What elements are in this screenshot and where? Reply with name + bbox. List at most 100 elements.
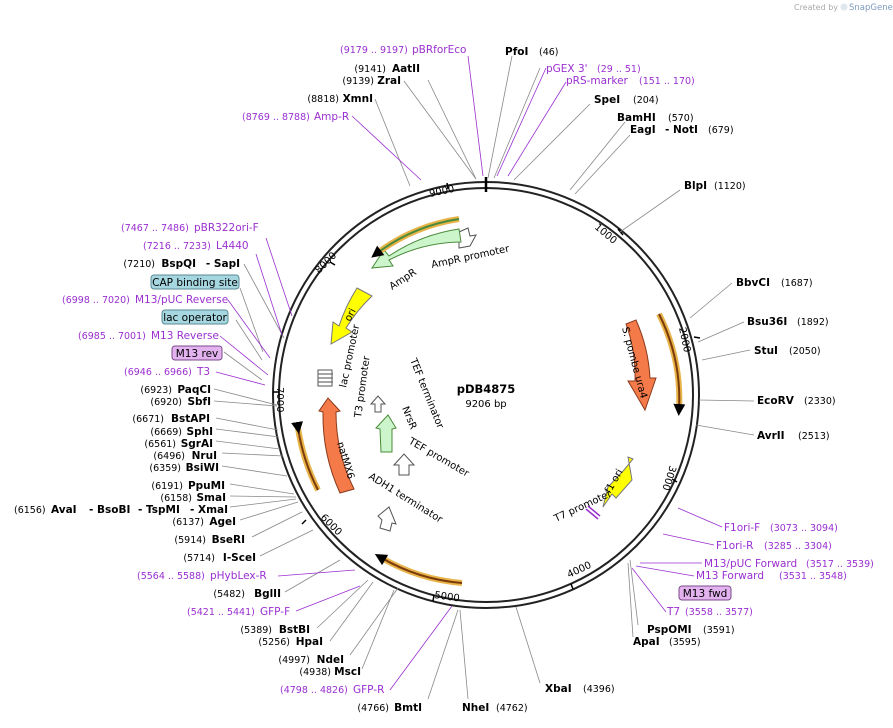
- site-pos: (6359): [149, 463, 181, 474]
- site-pos: (46): [539, 47, 559, 58]
- site-name: PfoI: [505, 46, 528, 58]
- feature-label: NrsR: [399, 405, 418, 431]
- feature-arcs: [291, 216, 686, 586]
- orf-ura4: [658, 313, 686, 416]
- feature-label: T3 promoter: [353, 355, 373, 420]
- connector-lines: [213, 55, 755, 700]
- feature-ampr-promoter-arrow: [458, 227, 477, 249]
- feature-tef-terminator-arrow: [369, 395, 387, 413]
- site-pos: (5256): [258, 637, 290, 648]
- primer-name: M13/pUC Reverse: [135, 294, 228, 306]
- primer-name: GFP-R: [353, 684, 384, 696]
- site-name: AatII: [392, 63, 420, 75]
- primer-name: Amp-R: [314, 111, 349, 123]
- site-name: PspOMI: [647, 624, 692, 636]
- boxed-features: CAP binding site lac operator M13 rev M1…: [150, 274, 732, 601]
- site-name: EcoRV: [757, 395, 795, 407]
- feature-ampr-arrow: [371, 228, 462, 269]
- feature-label: ori: [343, 307, 359, 324]
- site-pos: (204): [633, 95, 659, 106]
- credit-brand: SnapGene: [849, 3, 893, 13]
- primer-range: (3517 .. 3539): [806, 559, 874, 570]
- boxed-feature-bg: [678, 585, 732, 601]
- primer-range: (3558 .. 3577): [685, 607, 753, 618]
- orf-bottom: [374, 553, 463, 584]
- site-pos: (5389): [240, 625, 272, 636]
- primer-name: pHybLex-R: [210, 570, 267, 582]
- site-name: HpaI: [296, 636, 323, 648]
- site-name: BstAPI: [171, 413, 210, 425]
- site-name: StuI: [754, 345, 778, 357]
- site-pos: (6496): [153, 451, 185, 462]
- site-name: XmnI: [343, 93, 373, 105]
- tick-label: 6000: [318, 512, 344, 538]
- site-name: BbvCI: [736, 277, 770, 289]
- primer-name: pBR322ori-F: [194, 222, 259, 234]
- site-name: AgeI: [209, 516, 236, 528]
- feature-natmx6-arrow: [318, 397, 355, 494]
- site-pos: (570): [668, 113, 694, 124]
- feature-s-pombe-ura4-arrow: [625, 319, 657, 412]
- site-name-2: - BsoBI: [89, 504, 130, 516]
- primer-range: (29 .. 51): [597, 64, 641, 75]
- site-name: ZraI: [377, 75, 401, 87]
- primer-range: (8769 .. 8788): [242, 112, 310, 123]
- site-name: SpeI: [594, 94, 620, 106]
- site-pos: (2330): [804, 396, 836, 407]
- site-name: BsiWI: [186, 462, 219, 474]
- site-name: BlpI: [684, 180, 707, 192]
- site-pos: (4766): [357, 703, 389, 714]
- feature-label: ADH1 terminator: [366, 471, 444, 526]
- site-pos: (2050): [789, 346, 821, 357]
- primer-range: (9179 .. 9197): [340, 45, 408, 56]
- site-name: AvrII: [757, 430, 785, 442]
- t7-marks: [585, 505, 601, 520]
- plasmid-length: 9206 bp: [465, 399, 506, 410]
- snapgene-logo-icon: [840, 3, 848, 11]
- feature-label: AmpR promoter: [430, 243, 511, 270]
- site-name: EagI: [630, 124, 656, 136]
- site-pos: (6923): [140, 385, 172, 396]
- site-name-4: - XmaI: [190, 504, 228, 516]
- feature-nrsr-arrow: [375, 414, 397, 453]
- boxed-feature-label: lac operator: [163, 312, 227, 324]
- primer-name: F1ori-F: [724, 522, 760, 534]
- primer-name: pBRforEco: [412, 44, 466, 56]
- primer-range: (7216 .. 7233): [143, 241, 211, 252]
- tick-label: 9000: [428, 184, 455, 200]
- site-name: AvaI: [51, 504, 77, 516]
- site-pos: (4997): [278, 655, 310, 666]
- tick-label: 4000: [566, 560, 594, 581]
- feature-label: AmpR: [388, 267, 419, 293]
- primer-name: F1ori-R: [716, 540, 753, 552]
- primer-range: (6946 .. 6966): [124, 367, 192, 378]
- site-name: I-SceI: [223, 552, 256, 564]
- site-pos: (2513): [798, 431, 830, 442]
- site-name: Bsu36I: [747, 316, 787, 328]
- plasmid-name: pDB4875: [457, 382, 516, 396]
- site-pos: (6561): [144, 439, 176, 450]
- boxed-feature-bg: [150, 274, 240, 290]
- primer-range: (5564 .. 5588): [137, 571, 205, 582]
- boxed-feature-label: M13 fwd: [683, 588, 728, 600]
- site-pos: (6669): [150, 427, 182, 438]
- site-pos: (6191): [151, 481, 183, 492]
- site-name: NheI: [462, 702, 489, 714]
- primer-range: (151 .. 170): [639, 76, 695, 87]
- site-pos: (7210): [123, 259, 155, 270]
- boxed-feature-bg: [161, 309, 229, 325]
- primer-name: pRS-marker: [566, 75, 629, 87]
- primer-range: (6985 .. 7001): [78, 331, 146, 342]
- primer-range: (5421 .. 5441): [187, 607, 255, 618]
- site-name-2: - NotI: [665, 124, 698, 136]
- site-name: SgrAI: [181, 438, 213, 450]
- site-pos: (4938): [299, 667, 331, 678]
- site-name: PpuMI: [188, 480, 225, 492]
- site-name: BspQI: [161, 258, 196, 270]
- orf-ampr: [371, 218, 460, 258]
- primer-range: (3073 .. 3094): [770, 523, 838, 534]
- sites-left: AatII (9141) ZraI (9139) XmnI (8818) - S…: [14, 63, 528, 714]
- site-name: PaqCI: [177, 384, 211, 396]
- orf-natmx6: [291, 421, 319, 491]
